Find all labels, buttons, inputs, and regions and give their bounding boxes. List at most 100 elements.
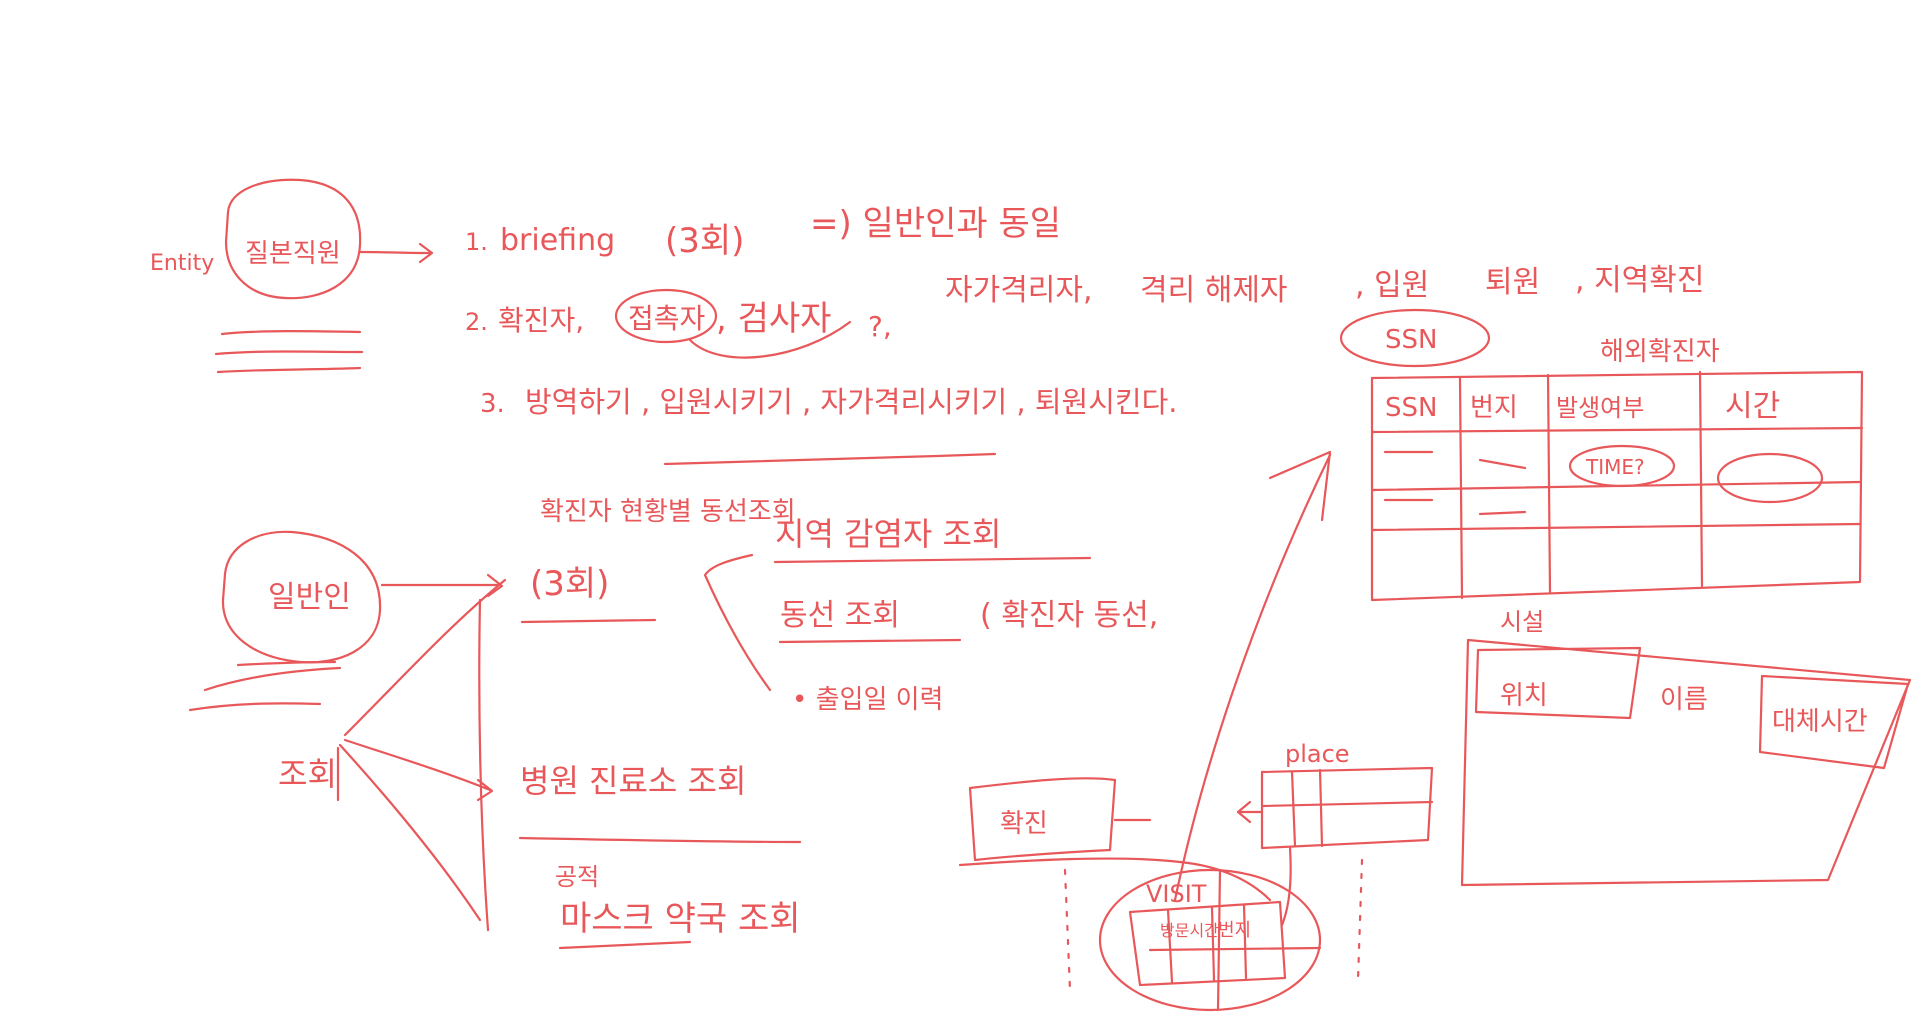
visit-table-col-3 xyxy=(1242,903,1248,980)
place-block-label: place xyxy=(1285,740,1350,768)
step2-contact-link xyxy=(688,320,852,359)
right-table-tag: SSN xyxy=(1385,325,1437,355)
branch-middle-underline xyxy=(518,836,802,844)
place-block-col-1 xyxy=(1290,770,1297,848)
right-table-header-occurrence: 발생여부 xyxy=(1556,394,1644,422)
facility-col1: 위치 xyxy=(1500,681,1548,711)
step2-item6: 격리 해제자 xyxy=(1140,273,1288,308)
visit-to-table-arrowhead xyxy=(1268,450,1332,522)
general-public-underline-3 xyxy=(188,702,322,712)
right-table-header-time: 시간 xyxy=(1725,389,1780,424)
general-public-underline-1 xyxy=(236,660,337,667)
branch-lines xyxy=(338,578,507,932)
steps-list: 1. briefing (3회) =) 일반인과 동일 2. 확진자, 접촉자 … xyxy=(465,204,1704,466)
step1-text: briefing xyxy=(500,223,615,258)
person-block-outline xyxy=(968,777,1117,862)
entity-prefix: Entity xyxy=(150,251,214,276)
right-table-row-line-2 xyxy=(1370,522,1862,532)
option1-text: 지역 감염자 조회 xyxy=(775,515,1001,553)
right-table-time-cell: TIME? xyxy=(1585,455,1645,479)
right-table-time-cell-oval xyxy=(1568,444,1676,488)
general-public-node: 일반인 조회 xyxy=(188,530,504,802)
query-label: 조회 xyxy=(278,755,337,793)
branch-bottom-text: 마스크 약국 조회 xyxy=(560,899,801,939)
branch-trunk xyxy=(478,598,490,932)
facility-col2: 이름 xyxy=(1660,685,1708,715)
right-table-header-address: 번지 xyxy=(1470,393,1518,423)
option3-text: • 출입일 이력 xyxy=(792,685,943,715)
visit-table-outline xyxy=(1128,900,1287,987)
branch-middle: 병원 진료소 조회 xyxy=(518,762,802,844)
right-table-row-mark-4 xyxy=(1478,510,1527,516)
crosshair-v xyxy=(1216,868,1222,1012)
general-public-underline-2 xyxy=(203,666,342,692)
branch-top-underline xyxy=(520,618,657,624)
branch-top-header: 확진자 현황별 동선조회 xyxy=(540,497,796,527)
step3-prefix: 3. xyxy=(480,389,505,419)
entity-circle-label: 질본직원 xyxy=(245,239,341,269)
branch-line-bottom xyxy=(338,743,482,922)
step1-result: =) 일반인과 동일 xyxy=(810,204,1061,244)
right-table-header-line xyxy=(1370,426,1864,434)
place-block-col-2 xyxy=(1318,768,1324,848)
entity-node: Entity 질본직원 xyxy=(150,178,434,374)
step2-item2: 접촉자 xyxy=(628,302,705,335)
branch-top: 확진자 현황별 동선조회 (3회) 지역 감염자 조회 동선 조회 ( 확진자 … xyxy=(520,497,1158,715)
general-to-branch-arrow xyxy=(486,573,504,598)
crosshair-h xyxy=(1148,946,1322,952)
step2-item3: , 검사자 xyxy=(716,299,831,339)
visit-oval xyxy=(1098,868,1322,1012)
branch-line-middle xyxy=(343,738,492,792)
entity-underline-2 xyxy=(214,350,364,356)
place-block-row xyxy=(1260,800,1434,808)
place-to-person-arrow xyxy=(1236,800,1264,824)
branch-middle-text: 병원 진료소 조회 xyxy=(520,762,746,800)
facility-table: 시설 위치 이름 대체시간 xyxy=(1460,608,1912,887)
step3-underline xyxy=(663,452,997,466)
entity-circle xyxy=(224,178,362,300)
option2-underline xyxy=(778,638,962,644)
right-table-outline xyxy=(1370,370,1864,602)
right-table-tag-oval xyxy=(1339,308,1491,368)
step3-text: 방역하기 , 입원시키기 , 자가격리시키기 , 퇴원시킨다. xyxy=(525,385,1177,419)
step2-item5: 자가격리자, xyxy=(945,273,1093,308)
right-table-col-3 xyxy=(1698,370,1704,588)
place-dashed-1 xyxy=(1356,858,1364,982)
right-table-extra-header: 해외확진자 xyxy=(1600,337,1720,367)
option1-underline xyxy=(773,556,1092,564)
right-table-time-value-oval xyxy=(1716,452,1824,504)
step2-item9: , 지역확진 xyxy=(1575,263,1704,298)
step2-prefix: 2. xyxy=(465,308,488,336)
relation-diagram: 확진 place VISIT 방문시간 번지 xyxy=(958,450,1434,1012)
step2-item4: ?, xyxy=(868,310,892,343)
place-block-outline xyxy=(1260,766,1434,850)
facility-col3: 대체시간 xyxy=(1772,707,1868,737)
entity-arrow xyxy=(358,242,434,264)
person-block-banner xyxy=(958,857,1272,902)
place-to-visit-line xyxy=(1280,846,1292,927)
branch-bottom: 공적 마스크 약국 조회 xyxy=(555,863,801,950)
right-table-col-1 xyxy=(1458,376,1464,600)
facility-outline xyxy=(1460,638,1912,887)
branch-line-top xyxy=(343,578,507,737)
option2-detail: ( 확진자 동선, xyxy=(980,598,1158,633)
entity-underline-1 xyxy=(220,330,362,336)
person-dashed-1 xyxy=(1063,868,1072,992)
general-public-circle xyxy=(221,530,382,664)
visit-cell-2: 번지 xyxy=(1218,920,1251,941)
branch-bottom-top: 공적 xyxy=(555,863,599,891)
visit-table-col-2 xyxy=(1210,906,1216,982)
visit-table-col-1 xyxy=(1166,908,1174,984)
right-table-row-mark-3 xyxy=(1478,458,1527,470)
visit-cell-1: 방문시간 xyxy=(1160,921,1219,940)
branch-bottom-underline xyxy=(558,940,692,950)
entity-underline-3 xyxy=(216,366,362,374)
right-table-col-2 xyxy=(1546,373,1552,594)
facility-col1-box xyxy=(1474,646,1642,720)
right-table-header-ssn: SSN xyxy=(1385,393,1437,423)
step2-item1: 확진자, xyxy=(498,304,584,337)
person-block-label: 확진 xyxy=(1000,809,1048,839)
right-table: SSN 해외확진자 SSN 번지 발생여부 시간 TIME? xyxy=(1339,308,1864,602)
visit-to-table-arrow xyxy=(1173,453,1332,902)
